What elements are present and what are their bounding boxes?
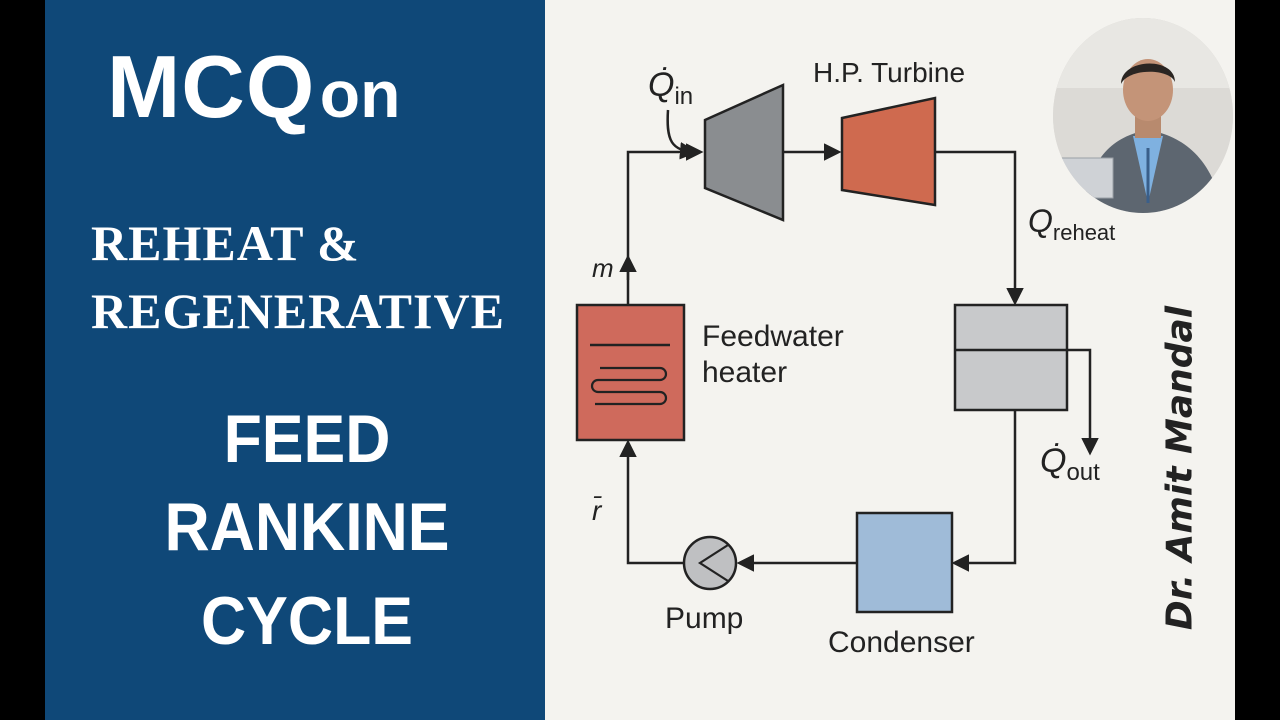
line-q-out	[1067, 348, 1099, 456]
line-q-in	[666, 109, 698, 160]
feedwater-heater-label-1: Feedwater	[702, 320, 844, 353]
title-line: MCQ on	[107, 36, 400, 138]
mass-flow-label: m	[592, 253, 614, 283]
flow-lines	[619, 109, 1099, 572]
author-name: Dr. Amit Mandal	[1159, 305, 1201, 631]
title-mcq: MCQ	[107, 37, 316, 136]
topic-cycle: CYCLE	[200, 583, 414, 659]
reheater-shape	[953, 303, 1069, 412]
hp-turbine-label: H.P. Turbine	[813, 57, 965, 88]
pump-label: Pump	[665, 602, 743, 635]
title-on: on	[319, 57, 401, 131]
heater-coil	[590, 366, 668, 406]
pump-mark	[697, 544, 729, 582]
turbine-shape	[703, 83, 785, 222]
r-label: r̄	[592, 495, 603, 526]
pump-symbol	[682, 535, 738, 591]
q-in-label: Q̇in	[648, 66, 693, 110]
line-hp-to-reheater	[935, 150, 1024, 306]
subtitle-regenerative: REGENERATIVE	[91, 283, 505, 339]
line-heater-to-turbine	[626, 143, 704, 305]
rankine-cycle-diagram: Q̇in H.P. Turbine Qreheat m Feedwater he…	[575, 57, 1115, 659]
topic-feed: FEED	[223, 401, 391, 477]
condenser-label: Condenser	[828, 626, 975, 659]
subtitle-reheat: REHEAT &	[91, 215, 360, 271]
line-reheater-to-condenser	[951, 410, 1017, 572]
feedwater-heater	[575, 303, 686, 442]
hp-turbine-shape	[840, 96, 937, 207]
pump-shape	[682, 535, 738, 591]
q-reheat-label: Qreheat	[1028, 203, 1115, 245]
line-pump-to-heater	[619, 439, 683, 565]
q-out-label: Q̇out	[1040, 442, 1100, 486]
presenter-photo	[1053, 18, 1233, 213]
feedwater-heater-shape	[575, 303, 686, 442]
presenter-avatar	[1053, 18, 1233, 213]
topic-rankine: RANKINE	[164, 489, 450, 565]
title-panel: MCQ on REHEAT & REGENERATIVE FEED RANKIN…	[45, 0, 545, 720]
reheater	[953, 303, 1069, 412]
feedwater-heater-label-2: heater	[702, 356, 787, 389]
condenser-shape	[855, 511, 954, 614]
